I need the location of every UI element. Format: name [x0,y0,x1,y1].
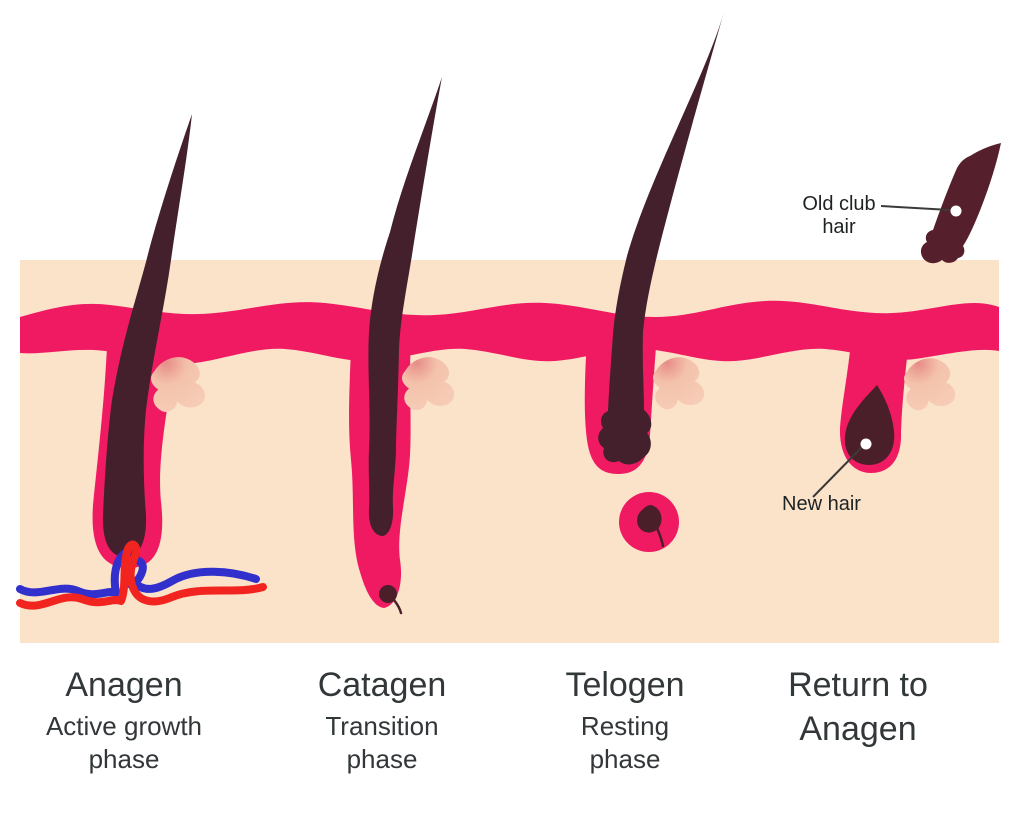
new-hair-bulb [844,385,895,465]
phase-label-anagen: Anagen Active growth phase [14,663,234,776]
artery-red [16,540,267,610]
phase-label-return-anagen: Return to Anagen [748,663,968,754]
telogen-club-hair [598,12,724,465]
phase-desc-telogen: Resting phase [580,711,670,774]
phase-label-catagen: Catagen Transition phase [272,663,492,776]
phase-desc-catagen: Transition phase [325,711,439,774]
new-hair-marker-dot [860,438,872,450]
phase-label-telogen: Telogen Resting phase [515,663,735,776]
telogen-papilla-core [637,505,662,533]
catagen-hair-shaft [368,77,442,536]
phase-name-catagen: Catagen [317,666,447,704]
old-club-hair-marker-dot [950,205,962,217]
phase-name-telogen: Telogen [565,666,685,704]
old-club-hair [920,143,1001,264]
phase-name-anagen: Anagen [65,666,183,704]
catagen-dermal-papilla [379,585,397,603]
epidermis-band [20,300,999,364]
new-hair-pointer-line [812,446,863,498]
catagen-papilla-tail [392,598,403,615]
phase-desc-anagen: Active growth phase [45,711,203,774]
telogen-papilla-tail [655,526,665,548]
old-club-hair-label: Old club hair [802,193,876,238]
phase-name-return-anagen: Return to Anagen [788,666,928,748]
new-hair-label: New hair [782,493,861,515]
anagen-hair-shaft [102,114,192,557]
old-club-hair-pointer-line [880,205,951,211]
